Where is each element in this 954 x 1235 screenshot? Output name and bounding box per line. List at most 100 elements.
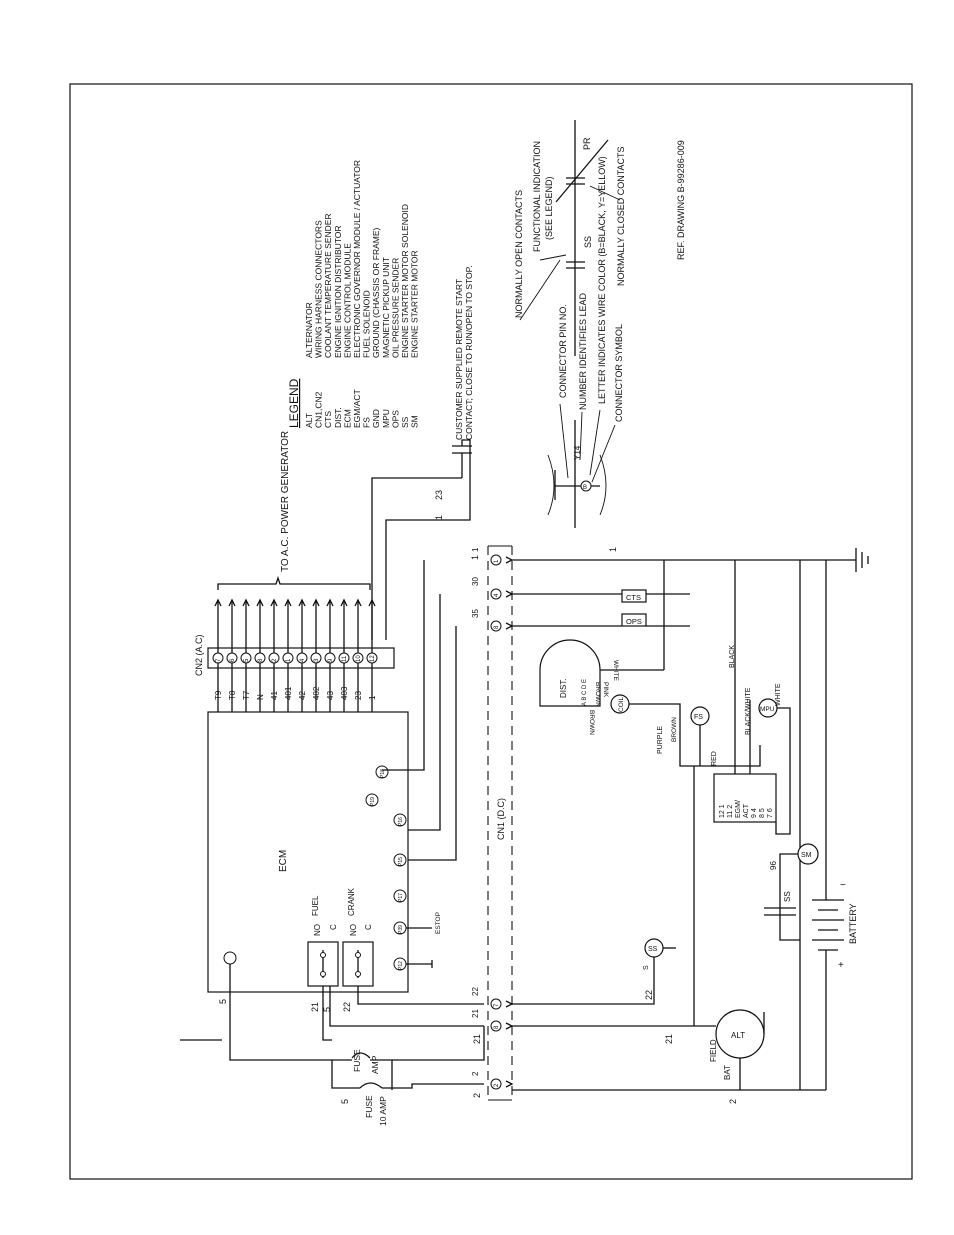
egm-label: EGM/: [735, 800, 742, 818]
ecm-wire-22: 22: [342, 1002, 352, 1012]
cn2-title: CN2 (A.C): [194, 634, 204, 676]
egm-row-4: 9 4: [751, 808, 758, 818]
cn1-pin-number: 7: [494, 1003, 500, 1007]
cn2-wire-label: 1: [368, 695, 377, 700]
legend-description: COOLANT TEMPERATURE SENDER: [323, 213, 333, 358]
key-pin-glyph: B: [583, 485, 587, 491]
ecm-side-pin: P15: [398, 857, 404, 866]
ecm-wire-5: 5: [218, 999, 228, 1004]
wire-96: 96: [769, 861, 778, 870]
ecm-side-pin: P17: [398, 893, 404, 902]
fuel-relay-c: C: [329, 924, 338, 930]
remote-start-note-2: CONTACT; CLOSE TO RUN/OPEN TO STOP.: [464, 265, 474, 440]
legend-description: ENGINE STARTER MOTOR: [410, 250, 420, 358]
cn1-wire-label: 35: [471, 609, 480, 618]
cn1-wire-label: 1: [471, 547, 480, 552]
egm-row-5: 8 5: [759, 808, 766, 818]
cn2-wire-label: 43: [326, 691, 335, 700]
legend-code: OPS: [390, 410, 400, 428]
cn2-wire-label: T7: [242, 690, 251, 700]
legend-code: FS: [362, 417, 372, 428]
cn1-pin-number: 4: [494, 593, 500, 597]
ecm-label: ECM: [278, 850, 289, 872]
cn2-pin-number: 3: [314, 658, 320, 662]
wire-brown: BROWN: [594, 682, 601, 707]
alt-bat: BAT: [723, 1065, 732, 1080]
crank-relay-c: C: [364, 924, 373, 930]
legend-code: SM: [410, 415, 420, 428]
alt-label: ALT: [731, 1031, 745, 1040]
legend-code: SS: [400, 416, 410, 428]
ss-s-label: S: [643, 965, 650, 970]
wire-purple: PURPLE: [657, 726, 664, 754]
dist-terminals: A B C D E: [582, 679, 588, 706]
wire-21-alt: 21: [664, 1034, 674, 1044]
key-letter-color: LETTER INDICATES WIRE COLOR (B=BLACK, Y=…: [597, 156, 607, 404]
egm-row-1: 12 1: [719, 804, 726, 818]
wire-pink: PINK: [602, 682, 609, 698]
cn2-pin-number: 6: [230, 658, 236, 662]
egm-row-6: 7 6: [767, 808, 774, 818]
cn2-pin-number: 1: [286, 658, 292, 662]
ss-label: SS: [648, 946, 658, 953]
sm-label: SM: [801, 852, 812, 859]
cts-label: CTS: [626, 593, 641, 602]
key-functional-1: FUNCTIONAL INDICATION: [532, 141, 542, 252]
wire-black: BLACK: [729, 645, 736, 668]
legend-code: ALT: [304, 413, 314, 428]
battery-minus: −: [840, 880, 846, 891]
cn2-wire-label: 403: [340, 686, 349, 700]
cn2-wire-label: 42: [298, 691, 307, 700]
dist-label: DIST.: [559, 678, 568, 698]
legend-description: MAGNETIC PICKUP UNIT: [381, 257, 391, 358]
symbol-key: NORMALLY OPEN CONTACTS FUNCTIONAL INDICA…: [514, 120, 626, 552]
ops-sender: [621, 613, 647, 627]
sheet-border: [69, 83, 913, 1180]
cn2-wire-label: 401: [284, 686, 293, 700]
ecm-side-pin: P18: [380, 769, 386, 778]
wire-black-white: BLACK/WHITE: [745, 687, 752, 735]
cn1-pin-number: 1: [494, 559, 500, 563]
cn1-wire-label: 2: [471, 1071, 480, 1076]
wire-red: RED: [711, 751, 718, 766]
estop-label: ESTOP: [435, 912, 442, 934]
legend-description: ENGINE STARTER MOTOR SOLENOID: [400, 204, 410, 358]
legend-description: GROUND (CHASSIS OR FRAME): [371, 227, 381, 358]
fuel-relay-name: FUEL: [311, 895, 320, 916]
key-number-lead: NUMBER IDENTIFIES LEAD: [578, 292, 588, 410]
wire-2-bat: 2: [728, 1099, 738, 1104]
to-generator-label: TO A.C. POWER GENERATOR: [280, 431, 291, 572]
cn2-wire-label: 23: [354, 691, 363, 700]
crank-relay: [342, 941, 374, 987]
key-connector-symbol: CONNECTOR SYMBOL: [614, 324, 624, 422]
wire-1-remote-label: 1: [434, 515, 444, 520]
crank-relay-no: NO: [349, 924, 358, 936]
cn2-pin-number: 10: [356, 655, 362, 662]
legend-code: MPU: [381, 409, 391, 428]
egm-label-2: ACT: [743, 803, 750, 818]
cts-sender: [621, 589, 647, 603]
fuse-a-rating: AMP: [370, 1055, 380, 1074]
fuse-wire-5: 5: [340, 1099, 350, 1104]
cn1-wire-label: 22: [471, 987, 480, 996]
cn2-pin-number: 7: [216, 658, 222, 662]
coil-label: COIL: [618, 696, 625, 712]
legend-code: CTS: [323, 411, 333, 428]
legend-code: GND: [371, 409, 381, 428]
legend-description: ENGINE CONTROL MODULE: [342, 243, 352, 358]
fuel-relay-no: NO: [313, 924, 322, 936]
key-ss-symbol: SS: [583, 236, 593, 248]
cn2-wire-label: N: [256, 694, 265, 700]
alt-field: FIELD: [709, 1039, 718, 1062]
key-normally-open: NORMALLY OPEN CONTACTS: [514, 190, 524, 318]
fuse-a-label: FUSE: [352, 1049, 362, 1072]
cn2-pin-number: 4: [300, 658, 306, 662]
key-y14: Y14: [573, 445, 582, 460]
key-lead-1: 1: [608, 547, 618, 552]
ecm-side-pin: P39: [398, 925, 404, 934]
cn1-pin-number: 8: [494, 1025, 500, 1029]
wire-white: WHITE: [612, 660, 619, 682]
cn2-pin-number: 8: [258, 658, 264, 662]
remote-start-note-1: CUSTOMER SUPPLIED REMOTE START: [454, 279, 464, 440]
ref-drawing: REF. DRAWING B-99286-009: [676, 140, 686, 260]
